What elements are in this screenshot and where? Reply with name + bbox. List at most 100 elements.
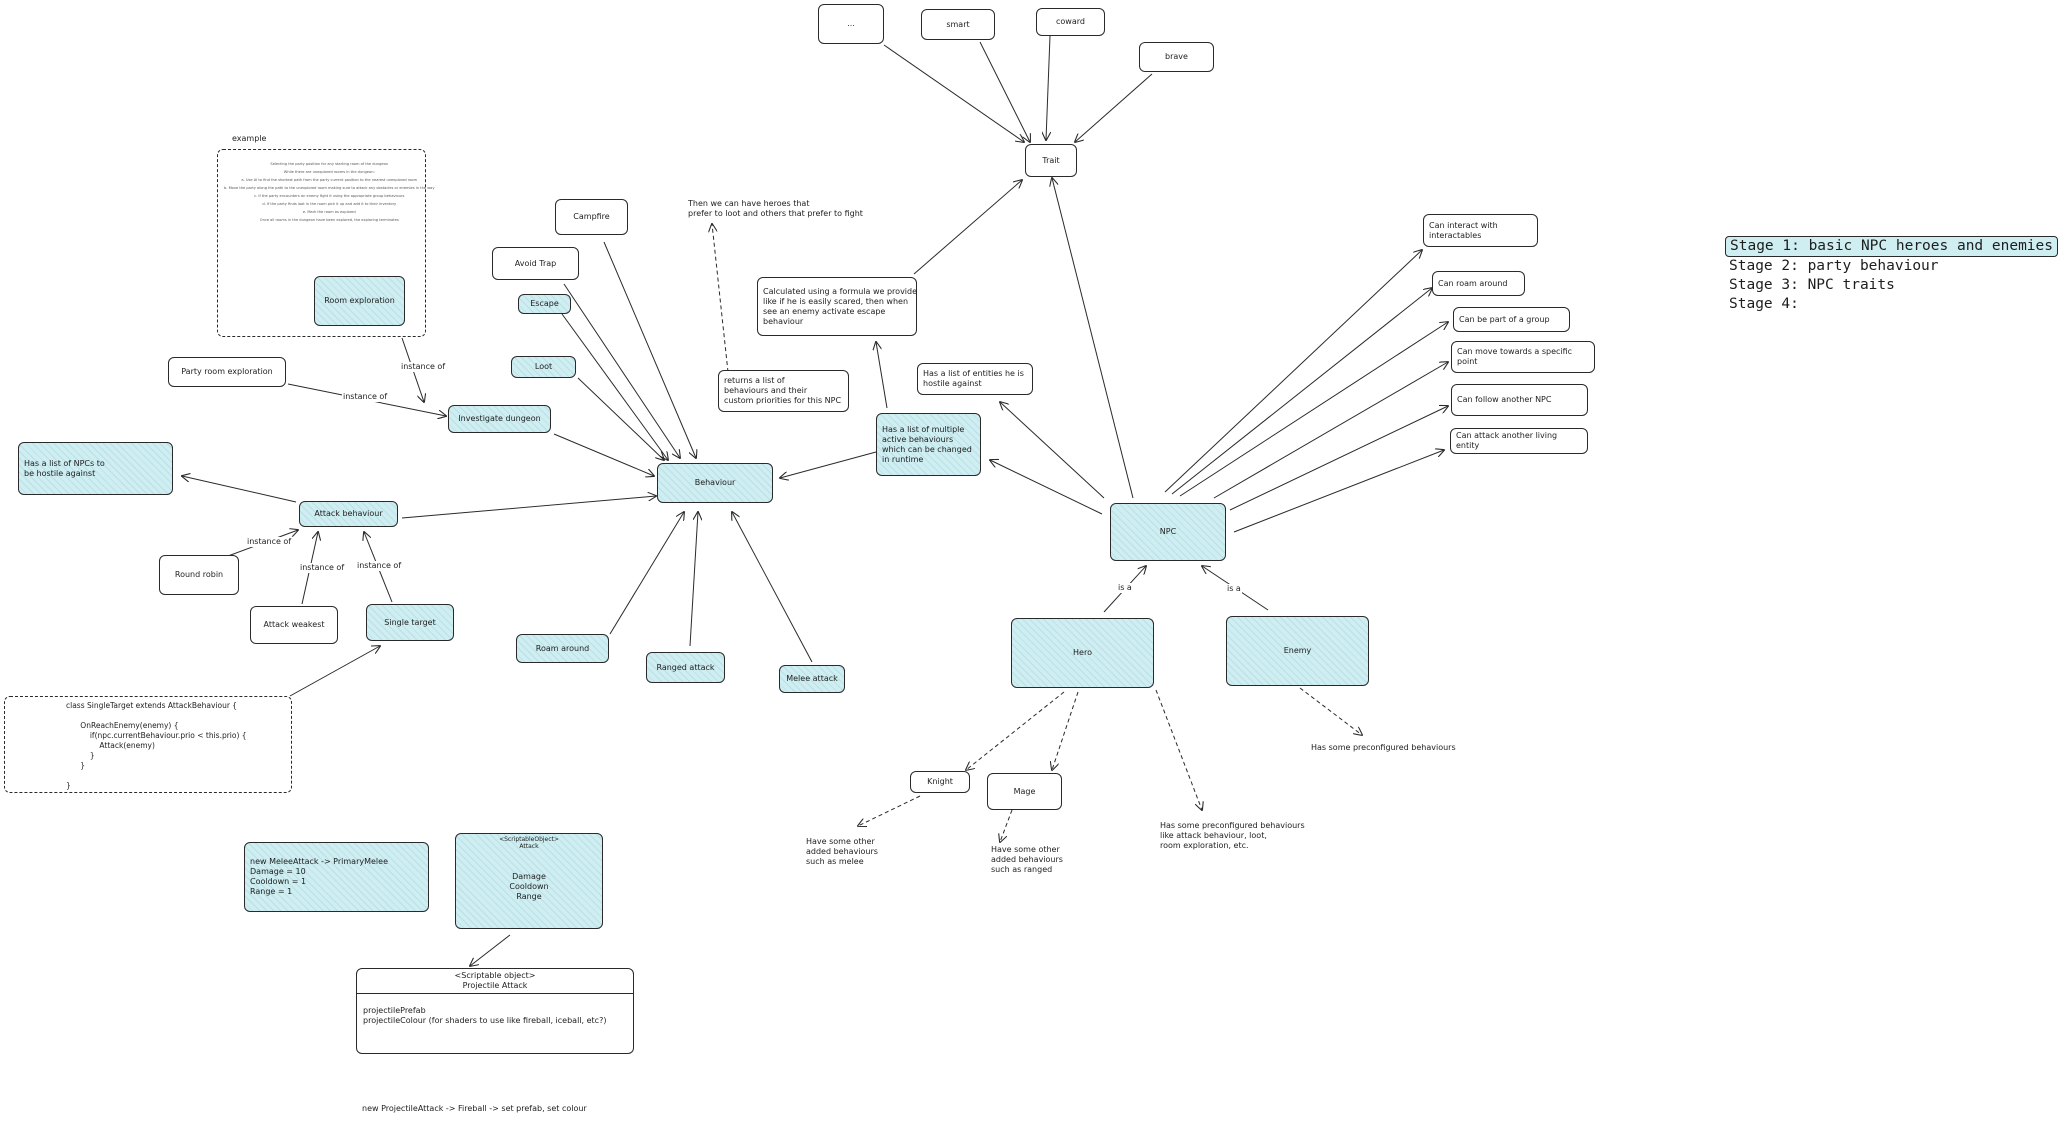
capability-follow[interactable]: Can follow another NPC bbox=[1451, 384, 1588, 416]
example-lines: Selecting the party position for any sta… bbox=[224, 160, 435, 224]
instance-of-label-a: instance of bbox=[246, 537, 293, 547]
example-line-3: a. Use AI to find the shortest path from… bbox=[241, 178, 418, 182]
edge-ellipsis-trait bbox=[883, 44, 1024, 142]
edge-calc-trait bbox=[913, 180, 1022, 275]
edge-enemy-preconfig bbox=[1299, 687, 1362, 735]
edge-npc-trait bbox=[1052, 178, 1134, 499]
edge-hero-preconfig bbox=[1155, 689, 1202, 810]
edge-npc-group bbox=[1179, 322, 1448, 497]
npc-node[interactable]: NPC bbox=[1110, 503, 1226, 561]
loot-node[interactable]: Loot bbox=[511, 356, 576, 378]
edge-npc-active bbox=[990, 460, 1103, 515]
active-behaviours-note[interactable]: Has a list of multiple active behaviours… bbox=[876, 413, 981, 476]
melee-attack-node[interactable]: Melee attack bbox=[779, 665, 845, 693]
projectile-attack-fields: projectilePrefab projectileColour (for s… bbox=[363, 1006, 607, 1025]
is-a-label-hero: is a bbox=[1117, 583, 1133, 593]
trait-ellipsis-node[interactable]: ... bbox=[818, 4, 884, 44]
calculated-formula-note[interactable]: Calculated using a formula we provide li… bbox=[757, 277, 917, 336]
attack-weakest-node[interactable]: Attack weakest bbox=[250, 606, 338, 644]
mage-extra-note: Have some other added behaviours such as… bbox=[991, 845, 1063, 874]
round-robin-node[interactable]: Round robin bbox=[159, 555, 239, 595]
code-container bbox=[4, 696, 292, 793]
edge-npc-follow bbox=[1229, 406, 1448, 511]
melee-attack-definition[interactable]: new MeleeAttack -> PrimaryMelee Damage =… bbox=[244, 842, 429, 912]
roam-around-node[interactable]: Roam around bbox=[516, 634, 609, 663]
example-line-7: e. Mark the room as explored bbox=[302, 210, 356, 214]
enemy-node[interactable]: Enemy bbox=[1226, 616, 1369, 686]
edge-mage-extra bbox=[1000, 809, 1013, 842]
scriptable-attack-fields: Damage Cooldown Range bbox=[509, 872, 549, 901]
knight-extra-note: Have some other added behaviours such as… bbox=[806, 837, 878, 866]
edge-campfire-behaviour bbox=[603, 241, 696, 458]
scriptable-attack-header: <ScriptableObject> Attack bbox=[499, 836, 559, 850]
trait-smart-node[interactable]: smart bbox=[921, 9, 995, 40]
edge-npc-attack bbox=[1233, 450, 1444, 533]
edge-returns-heroes bbox=[712, 224, 729, 373]
edge-brave-trait bbox=[1075, 73, 1153, 142]
trait-node[interactable]: Trait bbox=[1025, 144, 1077, 177]
capability-move[interactable]: Can move towards a specific point bbox=[1451, 341, 1595, 373]
enemy-preconfig-note: Has some preconfigured behaviours bbox=[1311, 743, 1456, 752]
stage-2: Stage 2: party behaviour bbox=[1729, 258, 1939, 274]
trait-coward-node[interactable]: coward bbox=[1036, 8, 1105, 36]
instance-of-label-room: instance of bbox=[400, 362, 447, 372]
knight-node[interactable]: Knight bbox=[910, 771, 970, 793]
is-a-label-enemy: is a bbox=[1226, 584, 1242, 594]
returns-list-note[interactable]: returns a list of behaviours and their c… bbox=[718, 370, 849, 412]
example-title: example bbox=[232, 134, 267, 143]
hero-node[interactable]: Hero bbox=[1011, 618, 1154, 688]
edge-attack-behaviour bbox=[401, 496, 656, 519]
mage-node[interactable]: Mage bbox=[987, 773, 1062, 810]
projectile-attack-header: <Scriptable object> Projectile Attack bbox=[357, 969, 633, 994]
edge-npc-roam bbox=[1171, 288, 1432, 495]
single-target-code: class SingleTarget extends AttackBehavio… bbox=[66, 701, 247, 790]
avoid-trap-node[interactable]: Avoid Trap bbox=[492, 247, 579, 280]
projectile-footer-note: new ProjectileAttack -> Fireball -> set … bbox=[362, 1104, 587, 1113]
edge-investigate-behaviour bbox=[553, 433, 654, 476]
example-line-6: d. If the party finds loot in the room p… bbox=[262, 202, 397, 206]
edge-active-behaviour bbox=[780, 451, 877, 478]
capability-group[interactable]: Can be part of a group bbox=[1453, 307, 1570, 332]
instance-of-label-c: instance of bbox=[356, 561, 403, 571]
single-target-node[interactable]: Single target bbox=[366, 604, 454, 641]
capability-interact[interactable]: Can interact with interactables bbox=[1423, 214, 1538, 247]
stage-4: Stage 4: bbox=[1729, 296, 1799, 312]
hero-preconfig-note: Has some preconfigured behaviours like a… bbox=[1160, 821, 1305, 850]
edge-hero-knight bbox=[966, 691, 1065, 770]
example-line-2: While there are unexplored rooms in the … bbox=[283, 170, 375, 174]
diagram-canvas: Stage 1: basic NPC heroes and enemies St… bbox=[4, 4, 2058, 1113]
trait-brave-node[interactable]: brave bbox=[1139, 42, 1214, 72]
edge-attack-hostile bbox=[182, 476, 297, 503]
scriptable-attack-node[interactable]: <ScriptableObject> Attack Damage Cooldow… bbox=[455, 833, 603, 929]
edge-active-calc bbox=[876, 342, 888, 409]
example-line-1: Selecting the party position for any sta… bbox=[270, 162, 389, 166]
instance-of-label-party: instance of bbox=[342, 392, 389, 402]
investigate-dungeon-node[interactable]: Investigate dungeon bbox=[448, 405, 551, 433]
example-line-8: Once all rooms in the dungeon have been … bbox=[259, 218, 399, 222]
edge-code-single bbox=[289, 646, 380, 697]
edge-loot-behaviour bbox=[577, 377, 664, 460]
behaviour-node[interactable]: Behaviour bbox=[657, 463, 773, 503]
edge-roam-behaviour bbox=[609, 512, 684, 635]
room-exploration-node[interactable]: Room exploration bbox=[314, 276, 405, 326]
capability-attack[interactable]: Can attack another living entity bbox=[1450, 428, 1588, 454]
edge-smart-trait bbox=[979, 41, 1030, 142]
escape-node[interactable]: Escape bbox=[518, 294, 571, 314]
heroes-loot-note: Then we can have heroes that prefer to l… bbox=[688, 199, 863, 218]
edge-npc-hostile bbox=[1000, 402, 1105, 499]
example-line-4: b. Move the party along the path to the … bbox=[224, 186, 435, 190]
edge-npc-move bbox=[1213, 362, 1448, 499]
example-container: Selecting the party position for any sta… bbox=[217, 149, 435, 337]
edge-so-projectile bbox=[470, 934, 511, 966]
instance-of-label-b: instance of bbox=[299, 563, 346, 573]
hostile-entities-note[interactable]: Has a list of entities he is hostile aga… bbox=[917, 363, 1033, 395]
attack-behaviour-node[interactable]: Attack behaviour bbox=[299, 501, 398, 527]
edge-coward-trait bbox=[1046, 35, 1050, 140]
hostile-npcs-note[interactable]: Has a list of NPCs to be hostile against bbox=[18, 442, 173, 495]
ranged-attack-node[interactable]: Ranged attack bbox=[646, 652, 725, 683]
edge-hero-mage bbox=[1052, 691, 1079, 770]
party-room-exploration-node[interactable]: Party room exploration bbox=[168, 357, 286, 387]
capability-roam[interactable]: Can roam around bbox=[1432, 271, 1525, 296]
projectile-attack-class[interactable]: <Scriptable object> Projectile Attack pr… bbox=[356, 968, 634, 1054]
campfire-node[interactable]: Campfire bbox=[555, 199, 628, 235]
